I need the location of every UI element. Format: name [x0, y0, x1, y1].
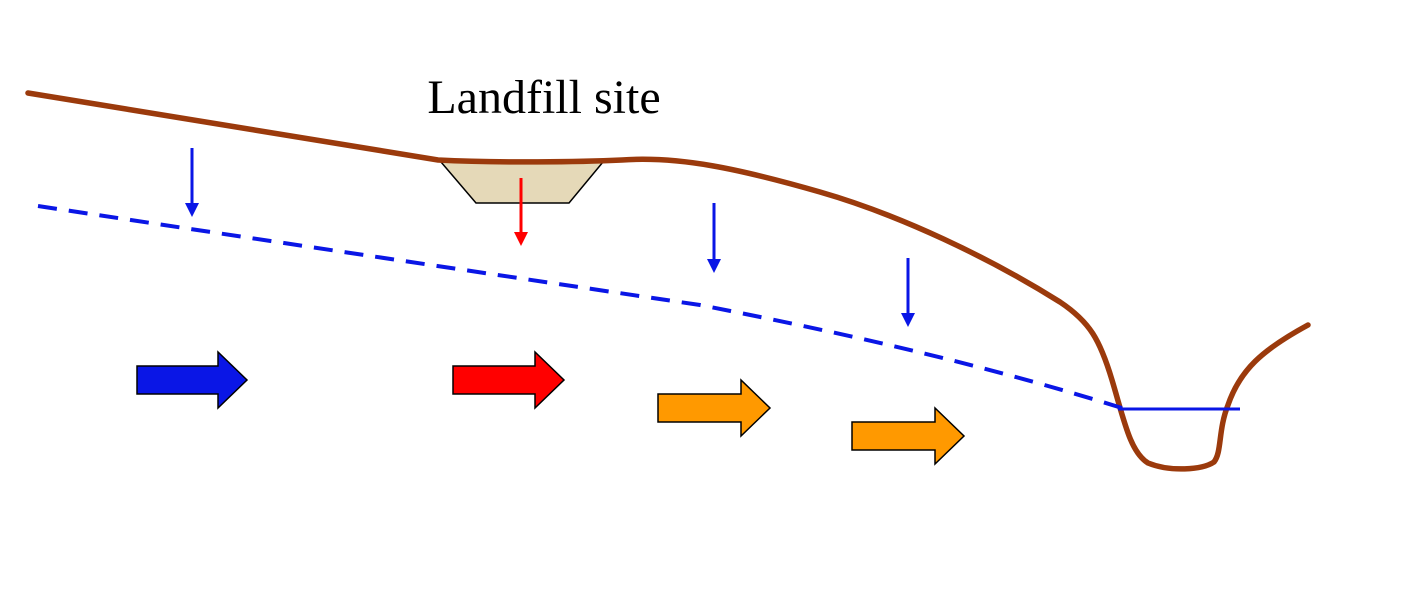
- clean-groundwater-flow-arrow: [136, 350, 249, 410]
- recharge-arrow-clean: [185, 148, 199, 217]
- ground-surface-line: [25, 90, 1311, 472]
- landfill-site-label: Landfill site: [427, 71, 660, 124]
- recharge-arrow-clean: [901, 258, 915, 327]
- leachate-arrow: [514, 178, 528, 246]
- recharge-arrow-clean: [707, 203, 721, 273]
- contaminated-groundwater-flow-arrow: [452, 350, 566, 410]
- water-table-line: [37, 204, 1123, 410]
- diluted-groundwater-flow-arrow: [657, 378, 772, 438]
- diluted-groundwater-flow-arrow: [851, 406, 966, 466]
